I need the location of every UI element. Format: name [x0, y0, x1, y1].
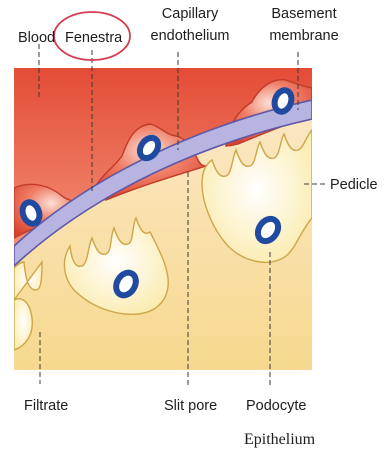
label-fenestra: Fenestra — [65, 30, 123, 46]
label-basement-membrane-line1: Basement — [271, 6, 336, 22]
label-podocyte: Podocyte — [246, 398, 306, 414]
label-capillary-endothelium-line1: Capillary — [162, 6, 219, 22]
label-filtrate: Filtrate — [24, 398, 68, 414]
label-slit-pore: Slit pore — [164, 398, 217, 414]
label-pedicle: Pedicle — [330, 177, 378, 193]
diagram-panel — [14, 68, 312, 370]
label-capillary-endothelium-line2: endothelium — [151, 28, 230, 44]
label-epithelium: Epithelium — [244, 431, 316, 448]
label-basement-membrane-line2: membrane — [269, 28, 338, 44]
label-blood: Blood — [18, 30, 55, 46]
